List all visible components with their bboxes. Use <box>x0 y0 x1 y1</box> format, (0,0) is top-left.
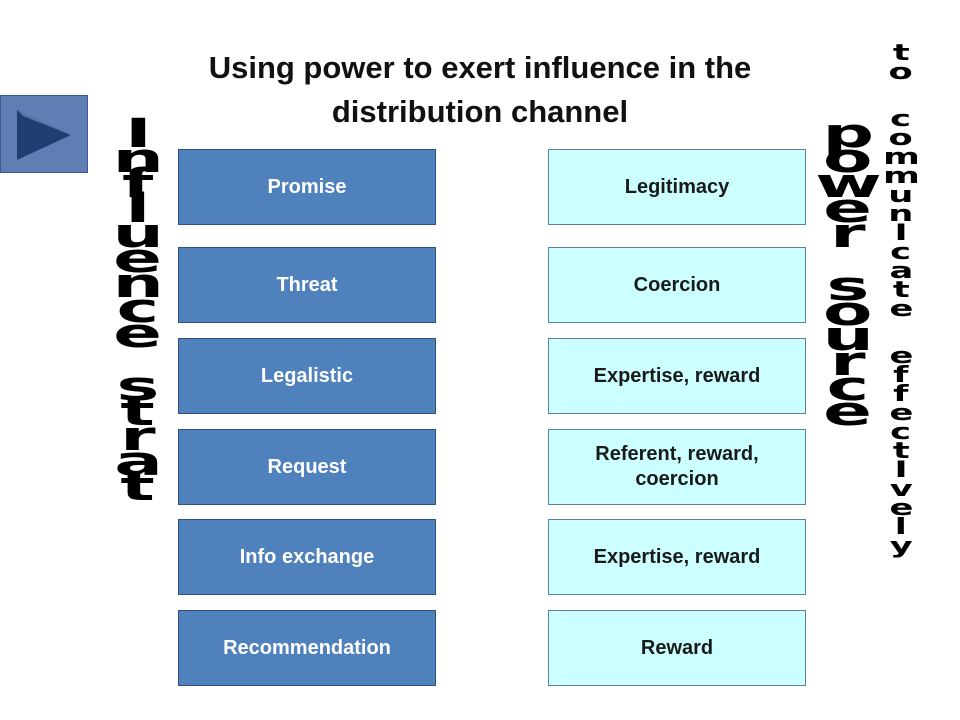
letter: t <box>120 464 156 510</box>
letter: t <box>892 439 910 464</box>
letter-space <box>895 82 907 110</box>
power-label: Expertise, reward <box>593 364 761 387</box>
letter: f <box>893 382 909 407</box>
letter: e <box>889 297 913 322</box>
letter: y <box>889 534 913 559</box>
power-box-reward: Reward <box>548 610 806 686</box>
power-box-legitimacy: Legitimacy <box>548 149 806 225</box>
letter: t <box>892 41 910 66</box>
strategy-label: Threat <box>276 273 338 296</box>
power-box-expertise-reward: Expertise, reward <box>548 338 806 414</box>
power-label: Expertise, reward <box>593 545 761 568</box>
strategy-box-threat: Threat <box>178 247 436 323</box>
strategy-label: Info exchange <box>239 545 375 568</box>
letter: e <box>889 496 913 521</box>
strategy-box-promise: Promise <box>178 149 436 225</box>
letter: I <box>894 458 908 483</box>
next-slide-button[interactable] <box>0 95 88 173</box>
strategy-label: Promise <box>267 175 347 198</box>
letter: e <box>823 389 873 435</box>
letter: v <box>889 477 913 502</box>
strategy-label: Request <box>267 455 347 478</box>
letter: e <box>889 344 913 369</box>
power-label: Reward <box>640 636 714 659</box>
letter: e <box>889 401 913 426</box>
letter: f <box>893 363 909 388</box>
slide-title: Using power to exert influence in the di… <box>208 50 752 129</box>
play-triangle-icon <box>17 110 71 160</box>
strategy-box-recommendation: Recommendation <box>178 610 436 686</box>
letter: I <box>894 221 908 246</box>
letter: c <box>890 420 912 445</box>
letter: u <box>888 183 914 208</box>
letter: a <box>889 259 913 284</box>
power-label: Coercion <box>633 273 721 296</box>
strategy-box-request: Request <box>178 429 436 505</box>
strategy-box-legalistic: Legalistic <box>178 338 436 414</box>
letter: m <box>882 164 920 189</box>
strategy-box-info-exchange: Info exchange <box>178 519 436 595</box>
power-label: Referent, reward, coercion <box>595 443 759 490</box>
letter: m <box>882 145 920 170</box>
strategy-label: Legalistic <box>260 364 354 387</box>
letter: c <box>890 240 912 265</box>
letter: l <box>894 515 908 540</box>
power-box-expertise-reward-2: Expertise, reward <box>548 519 806 595</box>
power-label: Legitimacy <box>624 175 730 198</box>
power-box-referent-reward-coercion: Referent, reward, coercion <box>548 429 806 505</box>
letter: c <box>890 107 912 132</box>
letter-space <box>895 319 907 347</box>
power-box-coercion: Coercion <box>548 247 806 323</box>
letter: n <box>888 202 914 227</box>
letter: o <box>888 126 914 151</box>
letter: o <box>888 60 914 85</box>
letter: t <box>892 278 910 303</box>
strategy-label: Recommendation <box>223 636 391 659</box>
